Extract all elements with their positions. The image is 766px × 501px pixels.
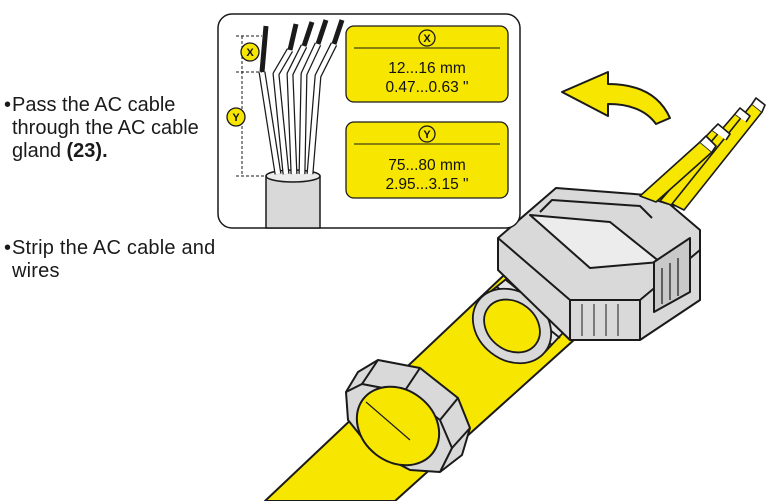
direction-arrow <box>561 71 671 125</box>
x-panel-badge: X <box>423 33 431 45</box>
x-imperial-value: 0.47...0.63 " <box>385 79 468 96</box>
cable-gland-nut <box>345 359 471 473</box>
y-imperial-value: 2.95...3.15 " <box>385 176 468 193</box>
strip-length-inset: X Y X 12...16 mm 0.47...0.63 " Y 75...80… <box>217 13 521 229</box>
x-dimension-panel: X 12...16 mm 0.47...0.63 " <box>345 25 509 103</box>
y-badge <box>226 107 246 127</box>
dimension-lines <box>236 35 266 177</box>
x-badge <box>240 42 260 62</box>
ac-connector-housing <box>497 187 701 341</box>
bullet: • <box>4 237 12 259</box>
step-strip-cable: • Strip the AC cable and wires <box>4 237 216 283</box>
y-metric-value: 75...80 mm <box>388 157 466 174</box>
x-badge-label: X <box>246 47 254 59</box>
instruction-list: • Pass the AC cable through the AC cable… <box>0 0 220 501</box>
y-badge-label: Y <box>232 112 240 124</box>
step-text: Pass the AC cable through the AC cable g… <box>12 94 199 162</box>
step-text: Strip the AC cable and wires <box>12 237 216 282</box>
exposed-wires <box>639 97 766 211</box>
stripped-cable-drawing <box>258 19 345 229</box>
step-ref: (23). <box>66 140 108 162</box>
y-dimension-panel: Y 75...80 mm 2.95...3.15 " <box>345 121 509 199</box>
step-pass-cable: • Pass the AC cable through the AC cable… <box>4 94 216 163</box>
bullet: • <box>4 94 12 116</box>
x-metric-value: 12...16 mm <box>388 60 466 77</box>
y-panel-badge: Y <box>423 129 431 141</box>
